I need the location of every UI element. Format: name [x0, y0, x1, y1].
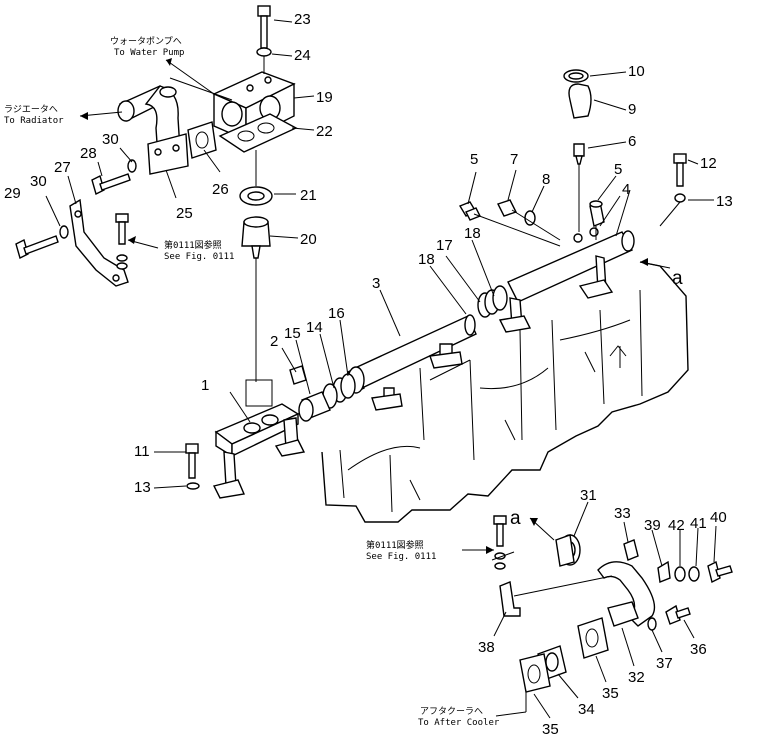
callout-27: 27: [54, 159, 71, 176]
radiator-elbow-25: [117, 85, 217, 175]
annotation-notes: ウォータポンプへ To Water Pump ラジエータへ To Radiato…: [4, 36, 683, 728]
callout-22: 22: [316, 123, 333, 140]
callout-23: 23: [294, 11, 311, 28]
callout-7: 7: [510, 151, 518, 168]
callout-labels: 1 2 3 4 5 5 6 7 8 9 10 11 12 13 13 14 15…: [4, 11, 733, 737]
callout-39: 39: [644, 517, 661, 534]
note-see-fig-jp-upper: 第0111図参照: [164, 239, 222, 251]
callout-30-lower: 30: [30, 173, 47, 190]
callout-5-left: 5: [470, 151, 478, 168]
callout-13-right: 13: [716, 193, 733, 210]
callout-38: 38: [478, 639, 495, 656]
note-see-fig-jp-lower: 第0111図参照: [366, 539, 424, 551]
bolt-23: [256, 5, 272, 74]
callout-20: 20: [300, 231, 317, 248]
note-see-fig-en-lower: See Fig. 0111: [366, 552, 436, 562]
callout-1: 1: [201, 377, 209, 394]
callout-18-upper: 18: [464, 225, 481, 242]
callout-18-lower: 18: [418, 251, 435, 268]
callout-31: 31: [580, 487, 597, 504]
aftercooler-pipe-assembly: [493, 515, 733, 712]
callout-34: 34: [578, 701, 595, 718]
callout-2: 2: [270, 333, 278, 350]
callout-13-left: 13: [134, 479, 151, 496]
callout-14: 14: [306, 319, 323, 336]
callout-9: 9: [628, 101, 636, 118]
callout-16: 16: [328, 305, 345, 322]
callout-35-lower: 35: [542, 721, 559, 737]
note-water-pump-en: To Water Pump: [114, 48, 184, 58]
note-radiator-en: To Radiator: [4, 116, 64, 126]
engine-block: [321, 261, 689, 523]
leader-lines: [45, 19, 717, 719]
manifold-4: [498, 227, 635, 333]
note-radiator-jp: ラジエータへ: [4, 104, 58, 115]
callout-15: 15: [284, 325, 301, 342]
callout-17: 17: [436, 237, 453, 254]
callout-25: 25: [176, 205, 193, 222]
callout-41: 41: [690, 515, 707, 532]
callout-29: 29: [4, 185, 21, 202]
callout-40: 40: [710, 509, 727, 526]
manifold-1: [212, 343, 463, 499]
hose-connections: [298, 285, 508, 422]
callout-37: 37: [656, 655, 673, 672]
thermostat-parts: [239, 150, 273, 382]
bolt-12: [659, 153, 687, 227]
callout-35-upper: 35: [602, 685, 619, 702]
callout-33: 33: [614, 505, 631, 522]
callout-19: 19: [316, 89, 333, 106]
callout-36: 36: [690, 641, 707, 658]
callout-30-upper: 30: [102, 131, 119, 148]
callout-4: 4: [622, 181, 630, 198]
reference-mark-a-lower: a: [510, 508, 521, 529]
note-after-cooler-jp: アフタクーラへ: [420, 706, 483, 717]
bracket-27: [15, 159, 137, 287]
note-water-pump-jp: ウォータポンプへ: [110, 36, 182, 47]
small-fittings: [289, 69, 605, 385]
callout-5-right: 5: [614, 161, 622, 178]
note-see-fig-en-upper: See Fig. 0111: [164, 252, 234, 262]
callout-12: 12: [700, 155, 717, 172]
bolt-11: [185, 443, 200, 490]
note-after-cooler-en: To After Cooler: [418, 718, 500, 728]
callout-28: 28: [80, 145, 97, 162]
callout-21: 21: [300, 187, 317, 204]
callout-32: 32: [628, 669, 645, 686]
callout-42: 42: [668, 517, 685, 534]
callout-24: 24: [294, 47, 311, 64]
callout-8: 8: [542, 171, 550, 188]
callout-3: 3: [372, 275, 380, 292]
callout-10: 10: [628, 63, 645, 80]
callout-11: 11: [134, 443, 150, 460]
callout-26: 26: [212, 181, 229, 198]
callout-6: 6: [628, 133, 636, 150]
reference-mark-a-upper: a: [672, 268, 683, 289]
